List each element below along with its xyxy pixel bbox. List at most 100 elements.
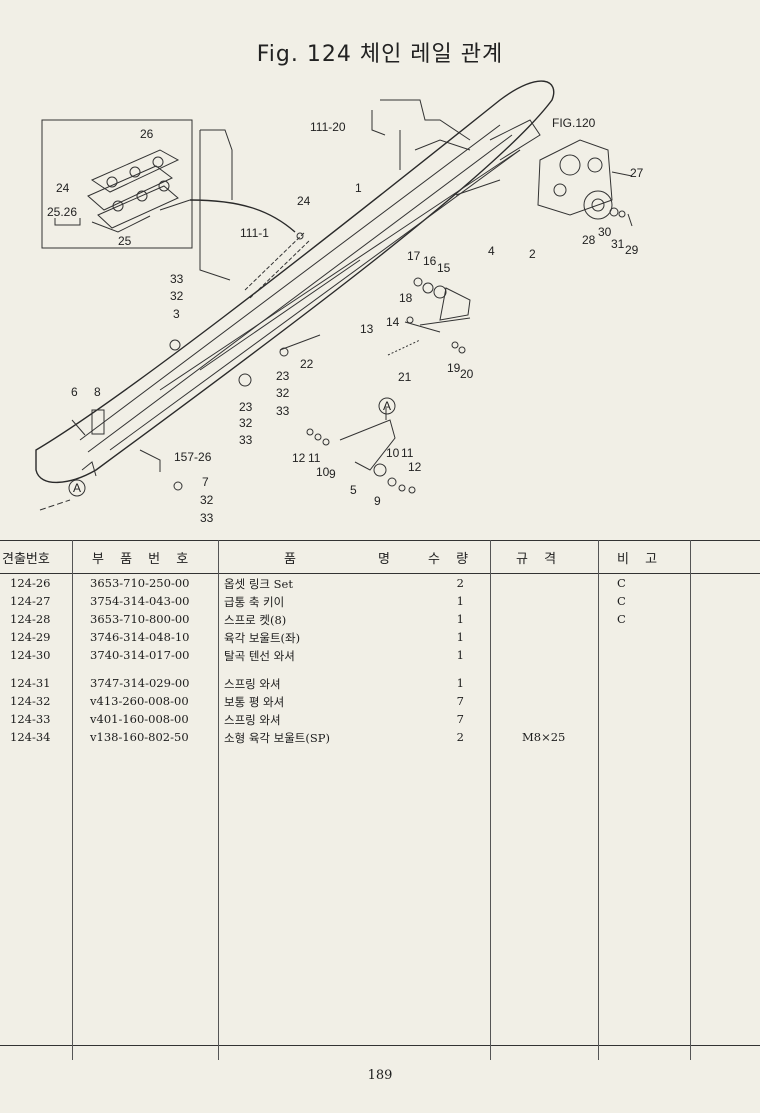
callout: 10	[316, 465, 330, 479]
spec: M8×25	[522, 730, 566, 744]
callout: 25.26	[47, 205, 77, 219]
parts-exploded-diagram: 111-20 FIG.120 26 24 25.26 25 1 24 111-1…	[35, 80, 644, 525]
table-row: 124-26 3653-710-250-00 옵셋 링크 Set 2 C	[0, 576, 760, 591]
callout: 9	[329, 467, 336, 481]
page-number: 189	[367, 1068, 393, 1083]
parts-table: 견출번호 부 품 번 호 품 명 수 량 규 격 비 고 124-26 3653…	[0, 540, 760, 1060]
callout: 31	[611, 237, 625, 251]
inset-chain-links	[87, 149, 191, 233]
page-title: Fig. 124 체인 레일 관계	[256, 42, 504, 67]
callout: 32	[170, 289, 184, 303]
table-row: 124-34 v138-160-802-50 소형 육각 보울트(SP) 2 M…	[0, 730, 760, 745]
header-name-b: 명	[378, 552, 396, 567]
callout: 11	[308, 451, 321, 465]
fig-no: 124-29	[10, 630, 51, 644]
callout: 29	[625, 243, 639, 257]
callout: 17	[407, 249, 421, 263]
header-note: 비 고	[617, 552, 664, 567]
fig-no: 124-27	[10, 594, 51, 608]
quantity: 7	[456, 712, 464, 726]
upper-frame	[199, 99, 471, 281]
table-row: 124-33 v401-160-008-00 스프링 와셔 7	[0, 712, 760, 727]
callout: 157-26	[174, 450, 212, 464]
callout: 111-20	[310, 120, 346, 134]
callout: 30	[598, 225, 612, 239]
callout: 7	[202, 475, 209, 489]
callout: 33	[276, 404, 290, 418]
callout: 16	[423, 254, 437, 268]
callout: 14	[386, 315, 400, 329]
callout: 13	[360, 322, 374, 336]
callout: 33	[200, 511, 214, 525]
note: C	[617, 612, 626, 626]
part-name: 육각 보울트(좌)	[224, 631, 301, 645]
header-spec: 규 격	[516, 552, 563, 567]
callout: 12	[408, 460, 422, 474]
callout: 11	[401, 446, 414, 460]
quantity: 1	[456, 594, 464, 608]
callout: 8	[94, 385, 101, 399]
part-number: 3746-314-048-10	[90, 630, 190, 644]
fig-no: 124-34	[10, 730, 51, 744]
callout: 23	[239, 400, 253, 414]
reference-marker-a-lower	[68, 479, 86, 497]
part-number: 3754-314-043-00	[90, 594, 190, 608]
callout: A	[73, 481, 81, 495]
inset-detail-box	[41, 119, 193, 249]
inset-leader	[189, 199, 296, 233]
callout: 25	[118, 234, 132, 248]
part-name: 탈곡 텐선 와셔	[224, 649, 295, 663]
callout: 111-1	[240, 226, 269, 240]
fig-no: 124-31	[10, 676, 51, 690]
callout: 33	[239, 433, 253, 447]
callout: 15	[437, 261, 451, 275]
callout: 19	[447, 361, 461, 375]
part-number: 3740-314-017-00	[90, 648, 190, 662]
callout: 4	[488, 244, 495, 258]
callout: 20	[460, 367, 474, 381]
part-number: 3747-314-029-00	[90, 676, 190, 690]
part-number: v413-260-008-00	[90, 694, 189, 708]
header-fig-no: 견출번호	[2, 552, 50, 567]
callout: 26	[140, 127, 154, 141]
part-number: 3653-710-800-00	[90, 612, 190, 626]
callout: 32	[276, 386, 290, 400]
callout: 23	[276, 369, 290, 383]
callout: 21	[398, 370, 412, 384]
chain-rail	[35, 80, 555, 484]
callout: 33	[170, 272, 184, 286]
table-row: 124-32 v413-260-008-00 보통 평 와셔 7	[0, 694, 760, 709]
callout: 22	[300, 357, 314, 371]
quantity: 2	[456, 576, 464, 590]
part-name: 옵셋 링크 Set	[224, 577, 293, 591]
reference-marker-a-upper	[378, 397, 396, 415]
chain-24	[244, 231, 311, 299]
callout: 24	[297, 194, 311, 208]
fig-no: 124-33	[10, 712, 51, 726]
part-name: 스프링 와셔	[224, 713, 281, 727]
header-name-a: 품	[284, 552, 302, 567]
part-callouts: 111-20 FIG.120 26 24 25.26 25 1 24 111-1…	[47, 116, 644, 525]
fig-no: 124-32	[10, 694, 51, 708]
quantity: 1	[456, 612, 464, 626]
quantity: 1	[456, 676, 464, 690]
part-name: 스프로 켓(8)	[224, 613, 287, 627]
callout: 28	[582, 233, 596, 247]
table-row: 124-30 3740-314-017-00 탈곡 텐선 와셔 1	[0, 648, 760, 663]
part-name: 보통 평 와셔	[224, 695, 285, 709]
callout: 12	[292, 451, 306, 465]
fig-no: 124-28	[10, 612, 51, 626]
table-row: 124-29 3746-314-048-10 육각 보울트(좌) 1	[0, 630, 760, 645]
callout: 32	[239, 416, 253, 430]
table-row: 124-28 3653-710-800-00 스프로 켓(8) 1 C	[0, 612, 760, 627]
header-qty: 수 량	[428, 552, 475, 567]
fig-no: 124-30	[10, 648, 51, 662]
callout: 32	[200, 493, 214, 507]
quantity: 1	[456, 648, 464, 662]
tensioner-parts	[279, 277, 471, 357]
callout: 10	[386, 446, 400, 460]
lower-hardware	[71, 339, 416, 494]
sprocket-assembly	[537, 139, 633, 227]
table-row: 124-27 3754-314-043-00 급통 축 키이 1 C	[0, 594, 760, 609]
callout: FIG.120	[552, 116, 596, 130]
